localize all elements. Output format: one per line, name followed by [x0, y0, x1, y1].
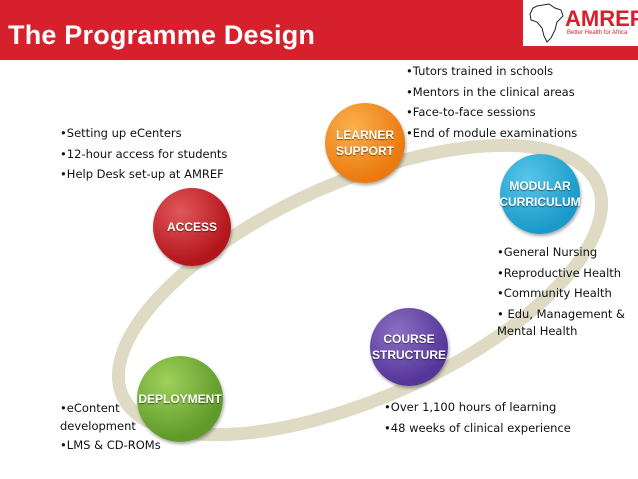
bullet-item: Over 1,100 hours of learning	[384, 397, 571, 418]
node-course-label-1: COURSE	[383, 331, 435, 346]
logo-panel	[523, 0, 638, 46]
bullet-item: Face-to-face sessions	[406, 102, 577, 123]
bullet-item: 48 weeks of clinical experience	[384, 418, 571, 439]
bullet-item: Setting up eCenters	[60, 123, 227, 144]
node-course-label-2: STRUCTURE	[372, 348, 446, 362]
modular-curriculum-bullets: General Nursing Reproductive Health Comm…	[497, 242, 635, 340]
africa-map-icon	[529, 3, 564, 43]
bullet-item: End of module examinations	[406, 123, 577, 144]
bullet-item: General Nursing	[497, 242, 635, 263]
bullet-item: Edu, Management & Mental Health	[497, 306, 635, 340]
access-bullets: Setting up eCenters 12-hour access for s…	[60, 123, 228, 185]
node-modular-label-2: CURRICULUM	[499, 195, 581, 209]
bullet-item: 12-hour access for students	[60, 144, 228, 165]
node-learner-label-1: LEARNER	[335, 127, 394, 142]
node-deployment-label: DEPLOYMENT	[138, 391, 222, 406]
page-title: The Programme Design	[8, 20, 316, 50]
learner-support-bullets: Tutors trained in schools Mentors in the…	[406, 61, 577, 143]
node-course-structure: COURSE STRUCTURE	[370, 308, 448, 386]
logo-tagline: Better Health for Africa	[567, 30, 628, 36]
bullet-item: Help Desk set-up at AMREF	[60, 164, 227, 185]
node-deployment: DEPLOYMENT	[137, 356, 223, 442]
node-access: ACCESS	[153, 188, 231, 266]
node-learner-support: LEARNER SUPPORT	[325, 103, 405, 183]
node-modular-curriculum: MODULAR CURRICULUM	[499, 154, 581, 234]
bullet-item: Community Health	[497, 283, 635, 304]
amref-logo: AMREF	[565, 6, 638, 31]
course-structure-bullets: Over 1,100 hours of learning 48 weeks of…	[384, 397, 571, 438]
deployment-bullets: eContent development LMS & CD-ROMs	[60, 399, 161, 456]
bullet-item: Mentors in the clinical areas	[406, 82, 577, 103]
bullet-item: eContent development	[60, 399, 136, 435]
node-modular-label-1: MODULAR	[509, 178, 571, 193]
node-access-label: ACCESS	[166, 219, 217, 234]
bullet-item: Tutors trained in schools	[406, 61, 577, 82]
bullet-item: Reproductive Health	[497, 263, 635, 284]
node-learner-label-2: SUPPORT	[335, 144, 394, 158]
bullet-item: LMS & CD-ROMs	[60, 435, 161, 456]
